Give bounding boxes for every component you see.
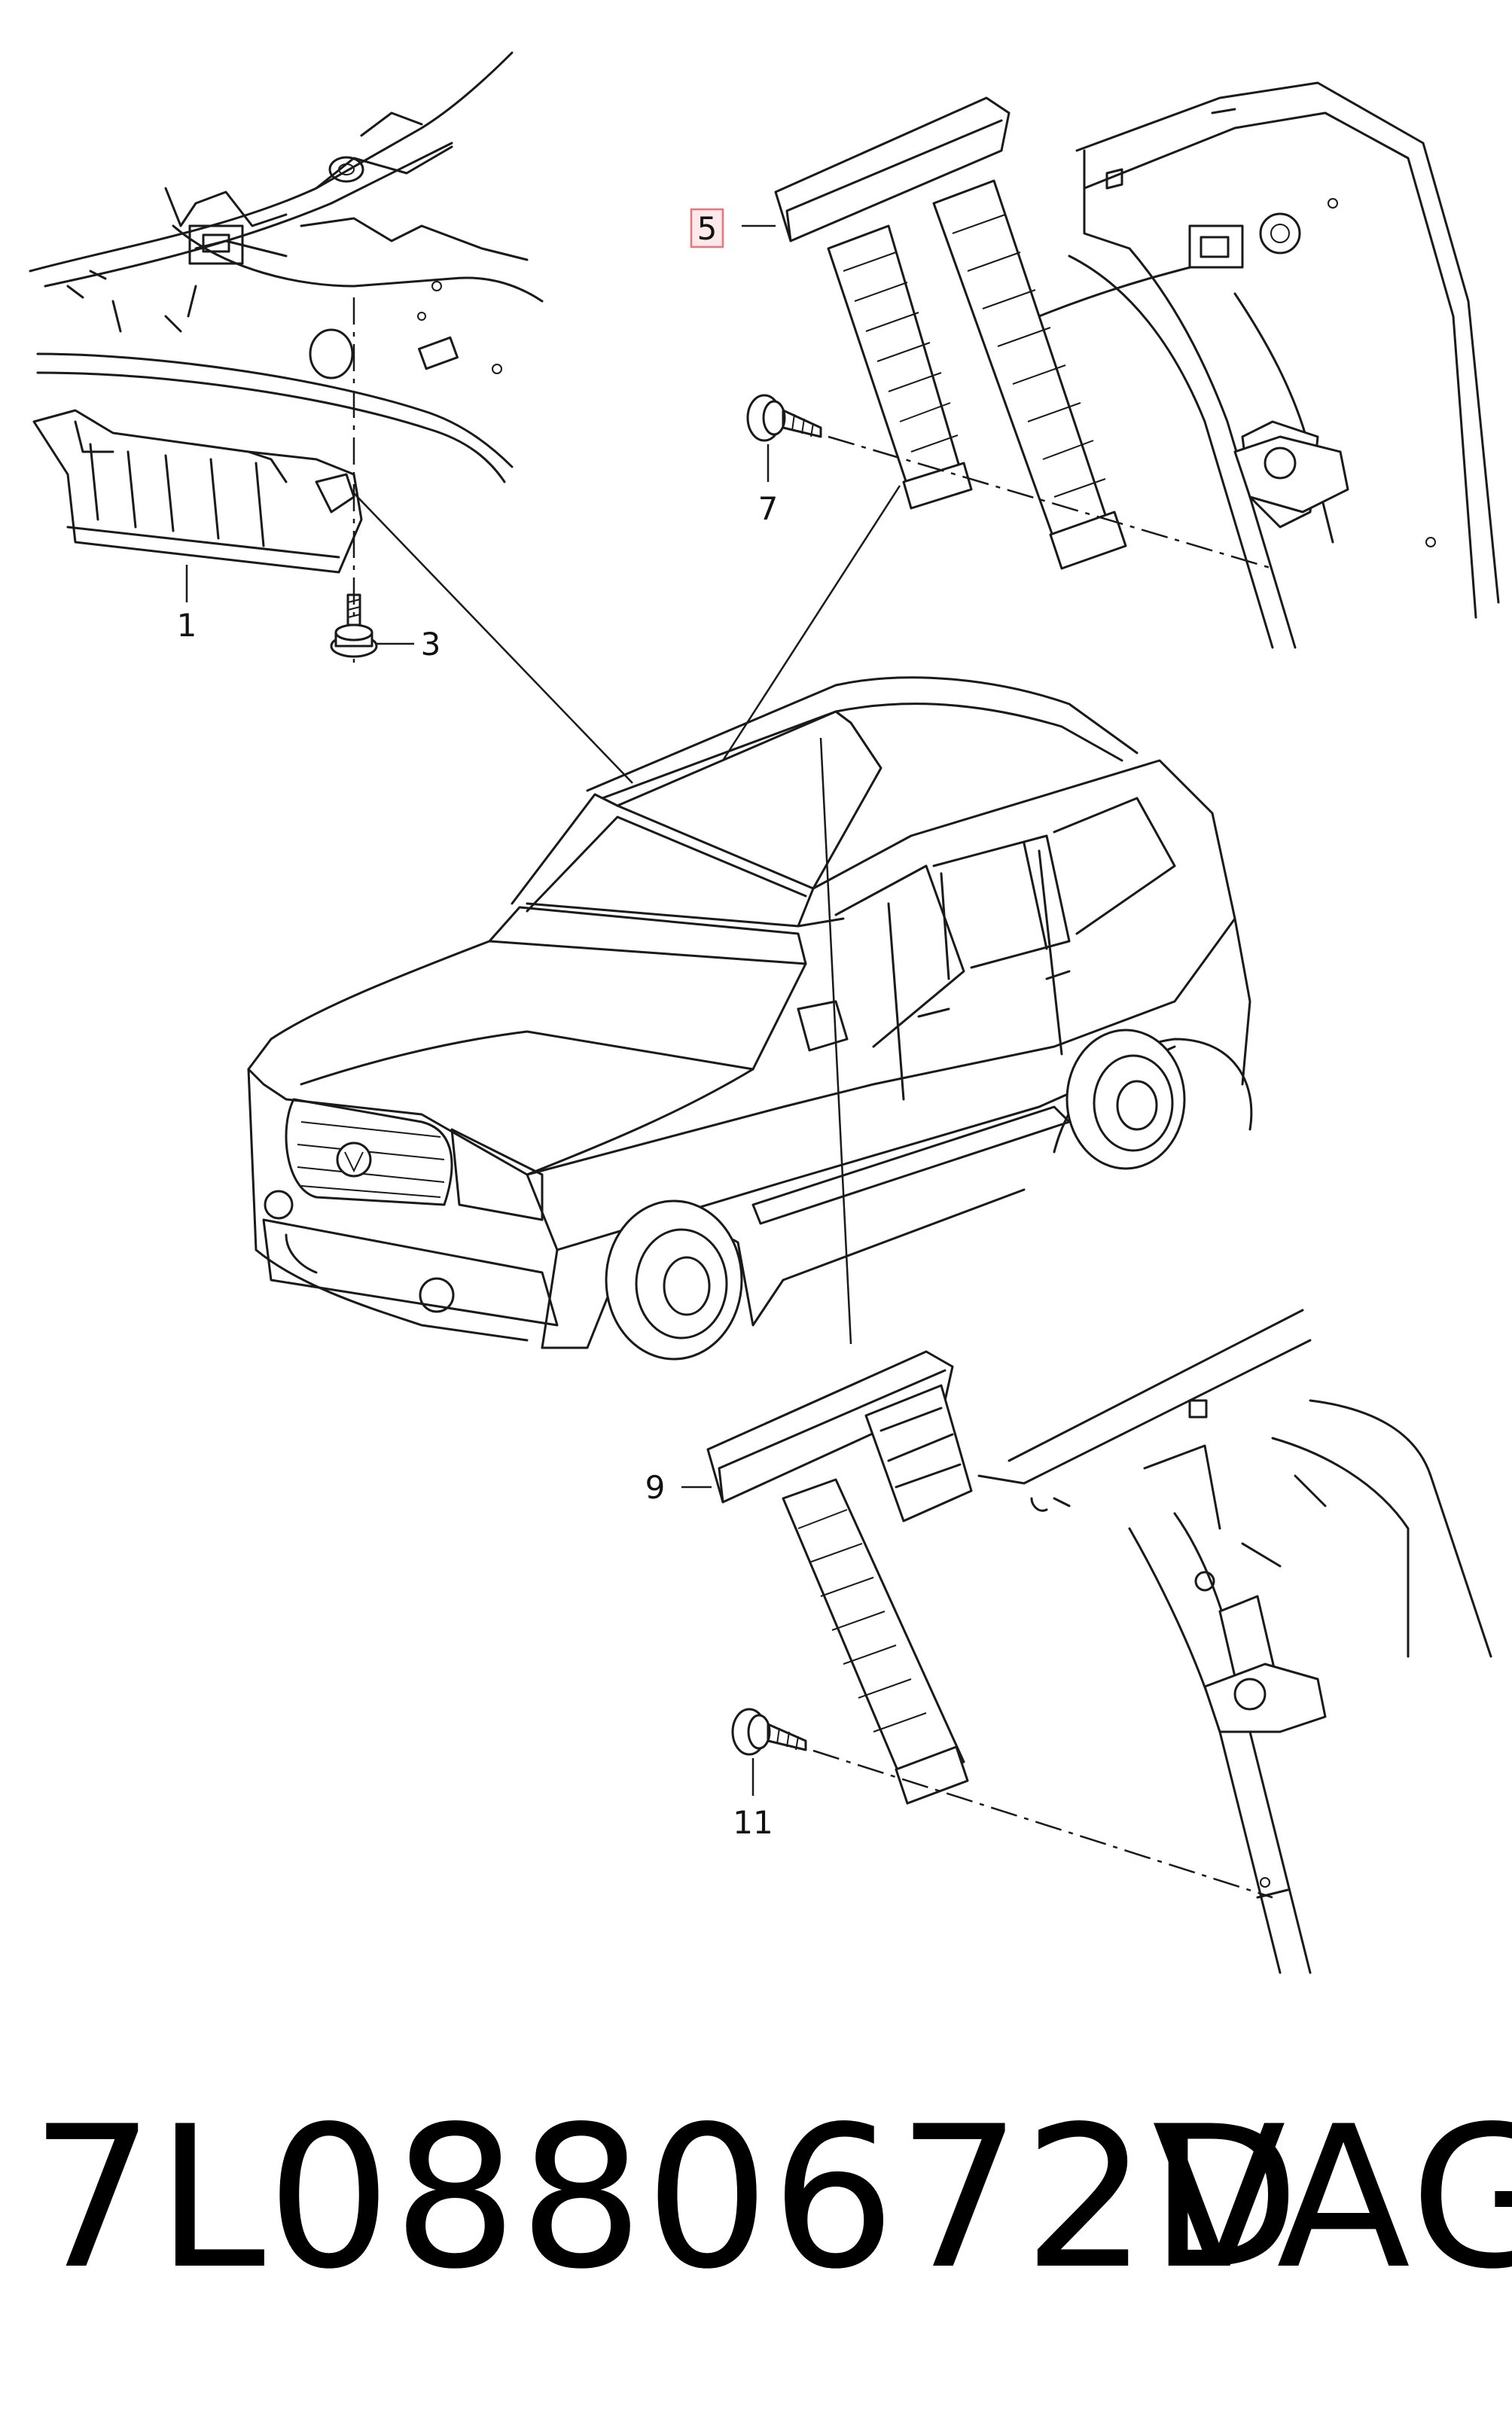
part-3-screw — [330, 297, 414, 663]
part-5-pillar-bracket — [742, 96, 1127, 570]
b-pillar-lower-detail — [977, 1309, 1492, 1974]
part-11-screw — [731, 1708, 1273, 1899]
vehicle-illustration — [247, 676, 1253, 1361]
callout-11: 11 — [733, 1804, 773, 1841]
parts-diagram: 1 3 5 7 9 11 — [29, 51, 1500, 1974]
leader-part-1-to-vehicle — [353, 492, 633, 784]
part-1-front-bracket — [32, 409, 363, 574]
callout-5: 5 — [697, 210, 718, 247]
callout-5-highlight: 5 — [690, 208, 724, 248]
part-number: 7L0880672D — [30, 2085, 1302, 2312]
leader-part-5-to-vehicle — [721, 485, 901, 761]
part-7-screw — [746, 394, 1273, 570]
callout-3: 3 — [421, 626, 441, 663]
roof-frame-front-detail — [29, 51, 544, 483]
b-pillar-upper-detail — [1038, 81, 1500, 649]
part-9-pillar-bracket — [681, 1350, 973, 1805]
brand-label: VAG — [1152, 2085, 1512, 2312]
callout-1: 1 — [177, 607, 197, 644]
callout-9: 9 — [645, 1469, 666, 1506]
leader-part-9-to-vehicle — [819, 737, 852, 1345]
callout-7: 7 — [758, 490, 779, 527]
